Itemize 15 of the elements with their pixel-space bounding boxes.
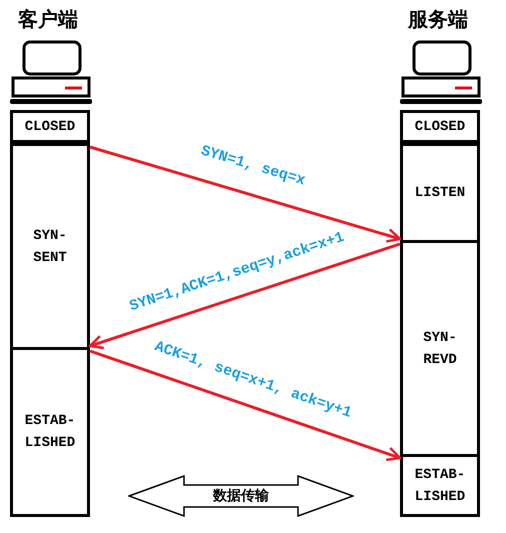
arrow-label: 数据传输	[213, 487, 269, 506]
state-box: CLOSED	[400, 110, 480, 143]
arrow	[88, 242, 400, 350]
double-arrow	[128, 475, 354, 517]
column-heading: 客户端	[18, 6, 78, 33]
state-box: ESTAB- LISHED	[400, 454, 480, 517]
state-box: SYN- REVD	[400, 240, 480, 457]
state-box: LISTEN	[400, 143, 480, 243]
column-heading: 服务端	[408, 6, 468, 33]
edge-label: SYN=1, seq=x	[198, 142, 308, 190]
state-box: SYN- SENT	[10, 143, 90, 350]
arrow	[90, 146, 402, 243]
state-box: CLOSED	[10, 110, 90, 143]
state-box: ESTAB- LISHED	[10, 347, 90, 517]
arrow	[90, 350, 402, 462]
